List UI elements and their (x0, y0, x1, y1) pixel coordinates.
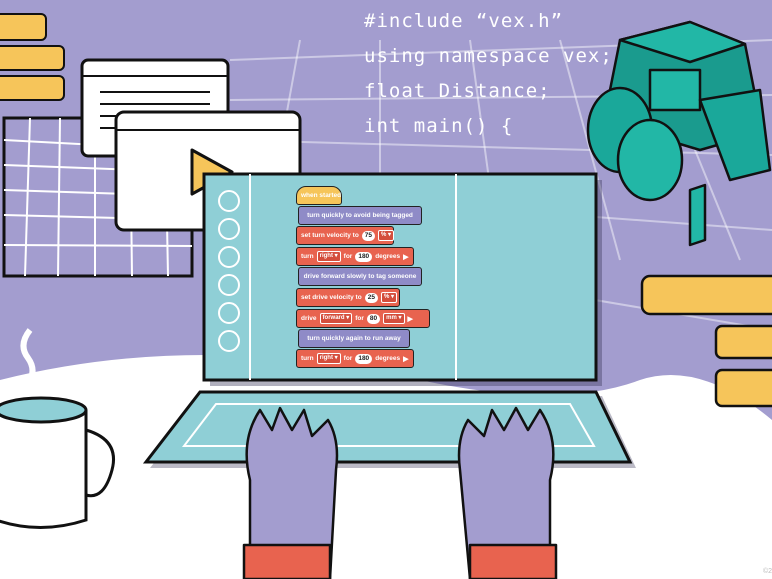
comment-3-label: turn quickly again to run away (307, 335, 401, 342)
yellow-bubble-1 (640, 274, 772, 316)
yellow-bubble-3 (714, 368, 772, 408)
turn-1-run-icon[interactable]: ▶ (403, 253, 409, 261)
comment-2-label: drive forward slowly to tag someone (303, 273, 417, 280)
drive-distance-value[interactable]: 80 (366, 313, 381, 324)
drive-run-icon[interactable]: ▶ (407, 315, 413, 323)
comment-1-label: turn quickly to avoid being tagged (307, 212, 413, 219)
drive-unit-dropdown[interactable]: mm ▾ (383, 313, 405, 324)
code-line-namespace: using namespace vex; (364, 45, 613, 67)
set-turn-velocity-label: set turn velocity to (301, 232, 359, 239)
turn-2-for-label: for (343, 355, 353, 362)
code-line-include: #include “vex.h” (364, 10, 564, 32)
comment-block-1[interactable]: turn quickly to avoid being tagged (298, 206, 422, 225)
turn-velocity-unit-dropdown[interactable]: % ▾ (378, 230, 395, 241)
turn-2-degrees-value[interactable]: 180 (355, 353, 373, 364)
yellow-label-1 (0, 13, 47, 41)
hands (242, 406, 558, 579)
turn-1-unit-label: degrees (375, 253, 401, 260)
robot-illustration (586, 20, 772, 247)
drive-velocity-value[interactable]: 25 (364, 292, 378, 303)
code-line-main: int main() { (364, 115, 514, 137)
turn-1-for-label: for (343, 253, 353, 260)
keyboard (142, 390, 636, 468)
turn-2-unit-label: degrees (375, 355, 401, 362)
coffee-mug (0, 328, 115, 529)
turn-2-label: turn (301, 355, 314, 362)
set-drive-velocity-block[interactable]: set drive velocity to 25 % ▾ (296, 288, 400, 307)
turn-2-direction-dropdown[interactable]: right ▾ (316, 353, 341, 364)
comment-block-2[interactable]: drive forward slowly to tag someone (298, 267, 422, 286)
yellow-label-3 (0, 75, 65, 101)
drive-for-label: for (355, 315, 364, 322)
code-line-float: float Distance; (364, 80, 551, 102)
drive-velocity-unit-dropdown[interactable]: % ▾ (380, 292, 397, 303)
drive-block[interactable]: drive forward ▾ for 80 mm ▾ ▶ (296, 309, 430, 328)
turn-velocity-value[interactable]: 75 (361, 230, 376, 241)
turn-1-label: turn (301, 253, 314, 260)
set-drive-velocity-label: set drive velocity to (301, 294, 362, 301)
turn-2-run-icon[interactable]: ▶ (403, 355, 409, 363)
when-started-label: when started (301, 192, 342, 199)
set-turn-velocity-block[interactable]: set turn velocity to 75 % ▾ (296, 226, 395, 245)
yellow-bubble-2 (714, 324, 772, 360)
turn-1-direction-dropdown[interactable]: right ▾ (316, 251, 341, 262)
turn-block-2[interactable]: turn right ▾ for 180 degrees ▶ (296, 349, 414, 368)
when-started-block[interactable]: when started (296, 186, 342, 205)
drive-label: drive (301, 315, 317, 322)
yellow-label-2 (0, 45, 65, 71)
comment-block-3[interactable]: turn quickly again to run away (298, 329, 410, 348)
turn-1-degrees-value[interactable]: 180 (355, 251, 373, 262)
copyright-text: ©2 (762, 568, 772, 575)
turn-block-1[interactable]: turn right ▾ for 180 degrees ▶ (296, 247, 414, 266)
drive-direction-dropdown[interactable]: forward ▾ (319, 313, 353, 324)
